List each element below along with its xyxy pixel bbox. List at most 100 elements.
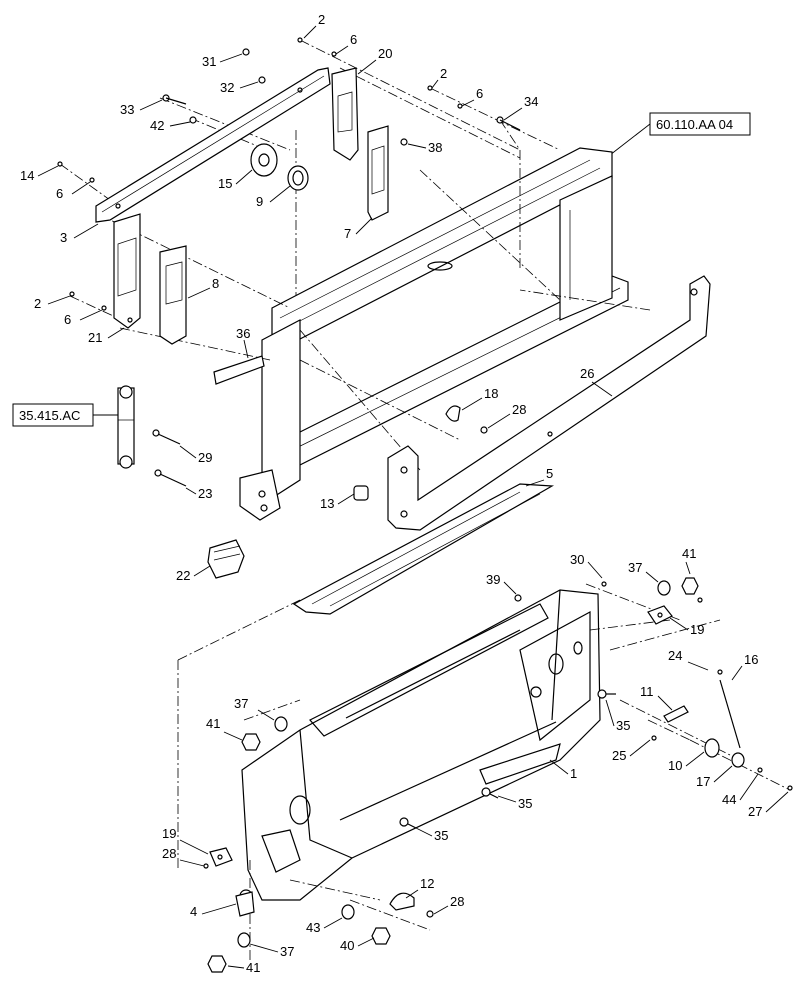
part-41-nut-right[interactable] [681,577,699,595]
callout-20[interactable]: 20 [378,46,392,61]
part-12-clamp[interactable] [389,892,415,911]
callout-6[interactable]: 6 [56,186,63,201]
part-41-nut-bottom[interactable] [207,955,227,973]
callout-11[interactable]: 11 [640,684,654,699]
callout-13[interactable]: 13 [320,496,334,511]
callout-40[interactable]: 40 [340,938,354,953]
part-18-clip[interactable] [445,405,461,422]
callout-12[interactable]: 12 [420,876,434,891]
part-1-main-frame[interactable] [239,589,601,903]
reference-label-left: 35.415.AC [19,408,80,423]
callout-3[interactable]: 3 [60,230,67,245]
callout-28[interactable]: 28 [450,894,464,909]
callout-2[interactable]: 2 [440,66,447,81]
callout-37[interactable]: 37 [234,696,248,711]
callout-39[interactable]: 39 [486,572,500,587]
part-35-stud-upper[interactable] [597,689,616,699]
callout-23[interactable]: 23 [198,486,212,501]
part-20-plate[interactable] [331,67,359,161]
callout-42[interactable]: 42 [150,118,164,133]
part-17-clip[interactable] [731,752,745,768]
callout-33[interactable]: 33 [120,102,134,117]
callout-28[interactable]: 28 [162,846,176,861]
cylinder-assembly[interactable] [117,385,135,469]
callout-25[interactable]: 25 [612,748,626,763]
callout-14[interactable]: 14 [20,168,34,183]
part-40-nut[interactable] [371,927,391,945]
callout-21[interactable]: 21 [88,330,102,345]
part-8-plate[interactable] [159,245,187,345]
callout-22[interactable]: 22 [176,568,190,583]
callout-41[interactable]: 41 [206,716,220,731]
callout-29[interactable]: 29 [198,450,212,465]
callout-9[interactable]: 9 [256,194,263,209]
callout-30[interactable]: 30 [570,552,584,567]
part-5-tray[interactable] [292,483,555,615]
callout-27[interactable]: 27 [748,804,762,819]
callout-19[interactable]: 19 [690,622,704,637]
part-19-plate-right[interactable] [647,605,673,625]
callout-41[interactable]: 41 [246,960,260,975]
part-41-nut-mid[interactable] [241,733,261,751]
part-35-stud-mid[interactable] [481,787,499,799]
reference-box-left[interactable]: 35.415.AC [12,403,118,427]
part-11-pin[interactable] [663,705,689,723]
callout-26[interactable]: 26 [580,366,594,381]
part-43-washer[interactable] [341,904,355,920]
part-22-connector[interactable] [207,539,245,579]
reference-label-top: 60.110.AA 04 [656,117,733,132]
part-36-cover[interactable] [213,355,265,385]
callout-36[interactable]: 36 [236,326,250,341]
callout-6[interactable]: 6 [476,86,483,101]
callout-31[interactable]: 31 [202,54,216,69]
callout-24[interactable]: 24 [668,648,682,663]
callout-1[interactable]: 1 [570,766,577,781]
part-29-pin[interactable] [152,429,181,445]
part-3-angle-bracket[interactable] [95,67,331,223]
callout-6[interactable]: 6 [64,312,71,327]
callout-32[interactable]: 32 [220,80,234,95]
part-15-hub[interactable] [250,143,278,177]
part-10-wheel[interactable] [704,738,720,758]
part-4-bumper[interactable] [235,891,255,917]
callout-19[interactable]: 19 [162,826,176,841]
part-37-washer-bottom[interactable] [237,932,251,948]
callout-34[interactable]: 34 [524,94,538,109]
callout-15[interactable]: 15 [218,176,232,191]
part-7-plate[interactable] [367,125,389,221]
callout-2[interactable]: 2 [318,12,325,27]
callout-41[interactable]: 41 [682,546,696,561]
callout-35[interactable]: 35 [518,796,532,811]
callout-35[interactable]: 35 [434,828,448,843]
part-23-pin[interactable] [154,469,187,487]
reference-box-top[interactable]: 60.110.AA 04 [609,112,751,156]
part-26-support-bar[interactable] [387,275,711,531]
part-13-bushing[interactable] [353,485,369,501]
callout-6[interactable]: 6 [350,32,357,47]
callout-5[interactable]: 5 [546,466,553,481]
callout-4[interactable]: 4 [190,904,197,919]
callout-7[interactable]: 7 [344,226,351,241]
callout-2[interactable]: 2 [34,296,41,311]
callout-38[interactable]: 38 [428,140,442,155]
callout-28[interactable]: 28 [512,402,526,417]
part-19-plate-left[interactable] [209,847,233,867]
callout-37[interactable]: 37 [628,560,642,575]
callout-17[interactable]: 17 [696,774,710,789]
callout-37[interactable]: 37 [280,944,294,959]
callout-35[interactable]: 35 [616,718,630,733]
part-9-seal-ring[interactable] [287,165,309,191]
callout-16[interactable]: 16 [744,652,758,667]
callout-44[interactable]: 44 [722,792,736,807]
callout-8[interactable]: 8 [212,276,219,291]
callout-18[interactable]: 18 [484,386,498,401]
part-37-washer-right[interactable] [657,580,671,596]
callout-10[interactable]: 10 [668,758,682,773]
part-16-rod[interactable] [719,679,741,749]
part-37-washer-mid[interactable] [274,716,288,732]
callout-43[interactable]: 43 [306,920,320,935]
part-35-stud-lower[interactable] [399,817,417,829]
part-21-plate[interactable] [113,213,141,329]
